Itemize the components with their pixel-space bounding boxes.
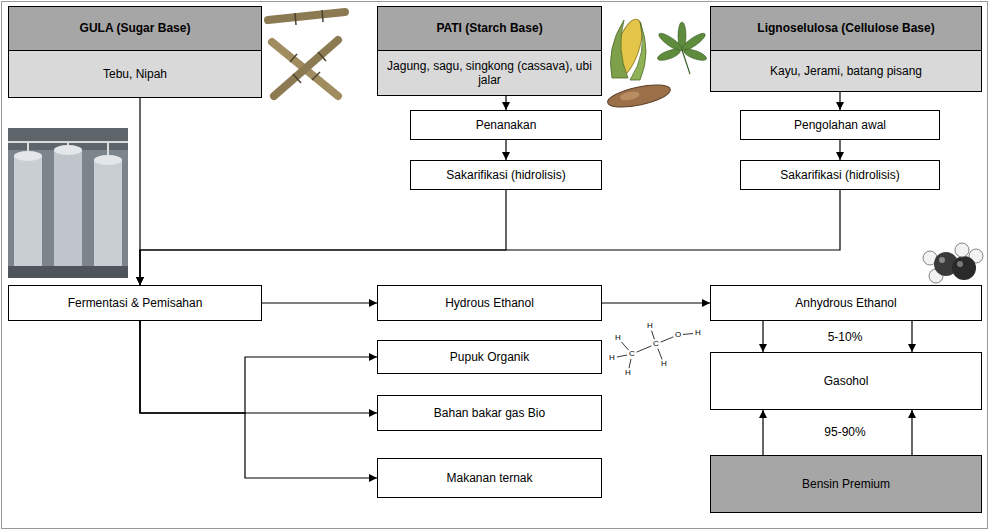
box-label: Penanakan (476, 118, 537, 132)
cassava-root-picture (606, 81, 672, 112)
product-box: Gasohol (710, 352, 982, 410)
category-heading: Lignoselulosa (Cellulose Base) (711, 7, 981, 51)
feedstock-box: Lignoselulosa (Cellulose Base)Kayu, Jera… (710, 6, 982, 92)
product-box: Hydrous Ethanol (377, 285, 602, 321)
flow-arrow (140, 190, 840, 285)
fuel-box: Bensin Premium (710, 455, 982, 513)
blend-percentage: 95-90% (821, 425, 868, 439)
box-label: Bensin Premium (802, 477, 890, 491)
process-box: Sakarifikasi (hidrolisis) (740, 160, 940, 190)
feedstock-box: GULA (Sugar Base)Tebu, Nipah (8, 6, 262, 98)
process-box: Sakarifikasi (hidrolisis) (410, 160, 602, 190)
atom-symbol: H (647, 322, 653, 330)
process-box: Pengolahan awal (740, 110, 940, 140)
atom-symbol: O (675, 331, 681, 339)
category-heading: GULA (Sugar Base) (9, 7, 261, 51)
flow-arrow (505, 140, 506, 160)
category-examples: Kayu, Jerami, batang pisang (711, 51, 981, 91)
flow-arrow (762, 321, 763, 352)
flow-arrow (140, 321, 377, 413)
box-label: Anhydrous Ethanol (795, 296, 896, 310)
fermenter-photo (8, 128, 128, 278)
category-examples: Tebu, Nipah (9, 51, 261, 97)
category-examples: Jagung, sagu, singkong (cassava), ubi ja… (378, 51, 601, 95)
product-box: Anhydrous Ethanol (710, 285, 982, 321)
ethanol-ball-model (923, 243, 983, 283)
ethanol-structural-formula (617, 331, 693, 368)
flow-arrow (140, 321, 377, 413)
process-box: Fermentasi & Pemisahan (8, 285, 262, 321)
flow-arrow (505, 96, 506, 110)
corn-picture (608, 16, 647, 80)
flow-arrow (762, 410, 763, 455)
atom-symbol: C (629, 350, 635, 358)
atom-symbol: H (695, 329, 701, 337)
cassava-leaf-picture (656, 22, 708, 74)
atom-symbol: H (625, 369, 631, 377)
box-label: Hydrous Ethanol (445, 296, 534, 310)
box-label: Makanan ternak (446, 471, 532, 485)
box-label: Gasohol (824, 374, 869, 388)
flow-arrow (140, 321, 377, 478)
product-box: Pupuk Organik (377, 340, 602, 374)
process-box: Penanakan (410, 110, 602, 140)
flow-arrow (839, 92, 840, 110)
box-label: Sakarifikasi (hidrolisis) (780, 168, 899, 182)
atom-symbol: H (615, 334, 621, 342)
box-label: Fermentasi & Pemisahan (68, 296, 203, 310)
product-box: Makanan ternak (377, 458, 602, 498)
flow-arrow (262, 302, 377, 303)
atom-symbol: H (661, 360, 667, 368)
feedstock-box: PATI (Starch Base)Jagung, sagu, singkong… (377, 6, 602, 96)
sugarcane-picture (268, 10, 345, 96)
flow-arrow (602, 302, 710, 303)
flow-arrow (140, 190, 506, 285)
box-label: Bahan bakar gas Bio (434, 406, 545, 420)
product-box: Bahan bakar gas Bio (377, 395, 602, 431)
blend-percentage: 5-10% (825, 330, 866, 344)
atom-symbol: H (609, 354, 615, 362)
flow-arrow (839, 140, 840, 160)
box-label: Pupuk Organik (450, 350, 529, 364)
atom-symbol: C (653, 340, 659, 348)
box-label: Pengolahan awal (794, 118, 886, 132)
box-label: Sakarifikasi (hidrolisis) (446, 168, 565, 182)
flow-arrow (911, 410, 912, 455)
flow-arrow (911, 321, 912, 352)
category-heading: PATI (Starch Base) (378, 7, 601, 51)
